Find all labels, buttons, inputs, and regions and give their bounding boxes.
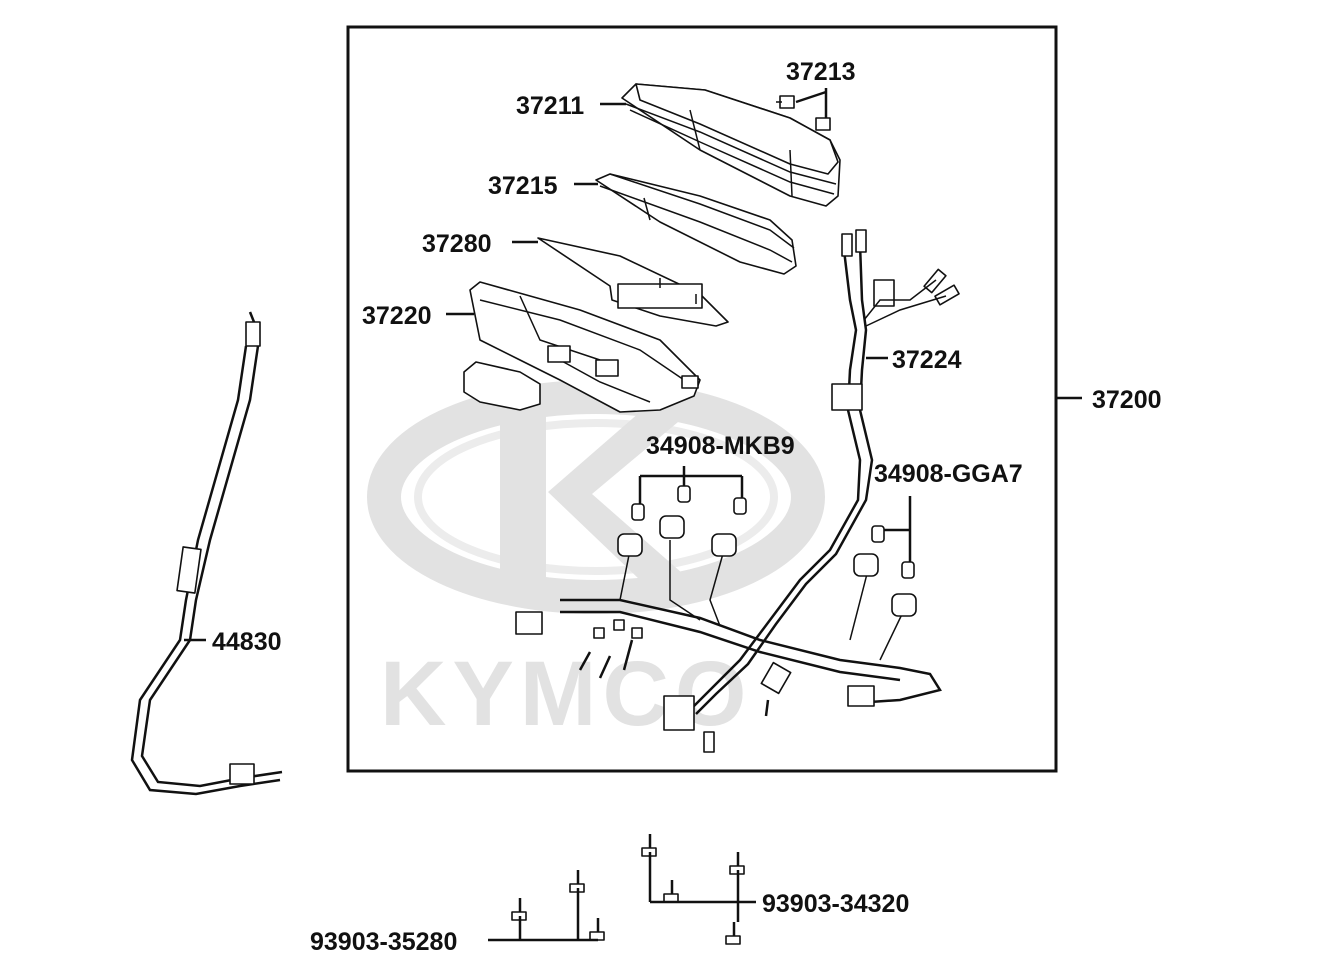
label-37220: 37220 bbox=[362, 302, 432, 330]
label-34908-mkb9: 34908-MKB9 bbox=[646, 432, 795, 460]
meter-case-37220 bbox=[463, 281, 701, 413]
label-37211: 37211 bbox=[516, 92, 584, 120]
label-37224: 37224 bbox=[892, 346, 962, 374]
screw-93903-35280 bbox=[511, 870, 605, 941]
label-37215: 37215 bbox=[488, 172, 558, 200]
bulb-34908-gga7 bbox=[871, 525, 915, 579]
wire-harness-37224 bbox=[515, 229, 960, 753]
label-93903-34320: 93903-34320 bbox=[762, 890, 909, 918]
bulb-34908-mkb9 bbox=[631, 485, 747, 521]
terminal-screws bbox=[578, 619, 770, 717]
label-93903-35280: 93903-35280 bbox=[310, 928, 457, 956]
label-34908-gga7: 34908-GGA7 bbox=[874, 460, 1023, 488]
label-44830: 44830 bbox=[212, 628, 282, 656]
watermark-brand: KYMCO bbox=[380, 643, 752, 745]
screw-93903-34320 bbox=[641, 834, 745, 945]
label-37213: 37213 bbox=[786, 58, 856, 86]
label-37280: 37280 bbox=[422, 230, 492, 258]
meter-cover-37211 bbox=[621, 83, 841, 207]
meter-panel-37280 bbox=[537, 237, 729, 327]
label-37200: 37200 bbox=[1092, 386, 1162, 414]
leader-lines bbox=[184, 88, 1082, 942]
speedometer-cable-44830 bbox=[130, 311, 283, 796]
screw-37213 bbox=[776, 95, 831, 131]
meter-lens-37215 bbox=[595, 173, 797, 275]
